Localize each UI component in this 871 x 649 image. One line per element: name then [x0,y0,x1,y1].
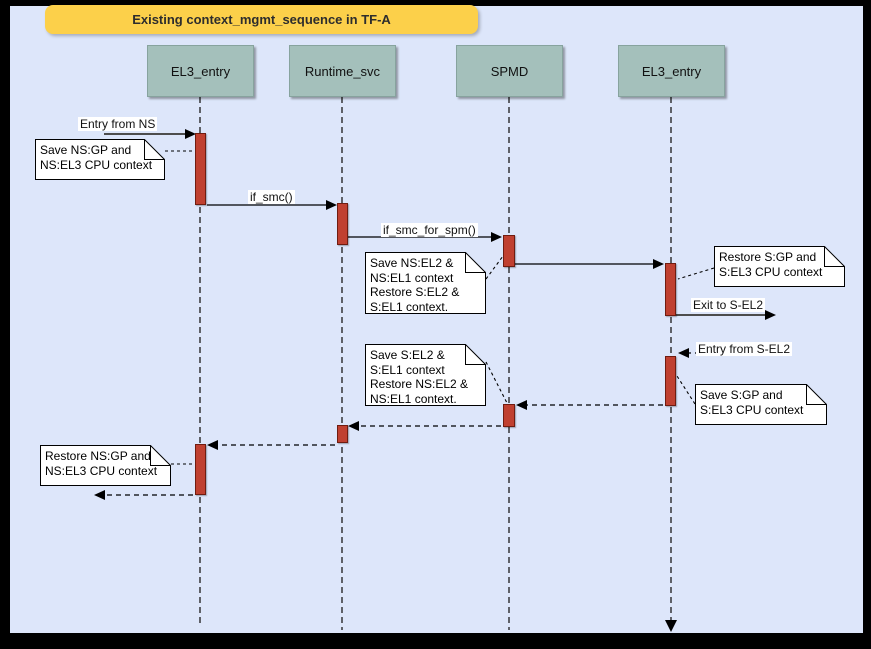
note-shape-icon [714,246,845,287]
note-connector-5 [676,375,696,405]
message-label-if-smc: if_smc() [248,190,295,204]
arrowhead-entry-from-s-el2-icon [678,348,689,358]
note-connectors [165,150,715,465]
arrowhead-el3-to-spmd-icon [516,400,527,410]
diagram-title: Existing context_mgmt_sequence in TF-A [45,5,478,34]
activation-spmd-b [503,404,515,427]
arrowhead-if-smc-icon [326,200,337,210]
diagram-canvas [10,6,863,633]
note-restore-ns-gp: Restore NS:GP and NS:EL3 CPU context [40,445,171,486]
lifeline-label: EL3_entry [641,63,702,79]
solid-messages [104,129,776,320]
note-save-s-gp: Save S:GP and S:EL3 CPU context [695,384,827,425]
arrowhead-entry-from-ns-icon [185,129,196,139]
arrowhead-spmd-to-runtime-icon [348,421,359,431]
lifeline-head-el3-entry-1: EL3_entry [147,45,254,97]
lifeline-end-arrow-icon [665,620,677,632]
note-text: Restore S:GP and S:EL3 CPU context [719,250,823,279]
note-text: Restore NS:GP and NS:EL3 CPU context [45,449,158,478]
arrowhead-spmd-to-el3-icon [653,259,664,269]
arrowhead-if-smc-for-spm-icon [491,232,502,242]
note-connector-3 [677,267,715,280]
activation-runtime-svc-a [337,203,348,245]
message-label-entry-from-ns: Entry from NS [78,117,158,131]
arrowhead-runtime-to-el3-icon [207,440,218,450]
message-label-entry-from-s-el2: Entry from S-EL2 [696,342,793,356]
note-shape-icon [40,445,171,486]
message-label-exit-to-s-el2: Exit to S-EL2 [691,298,766,312]
lifeline-head-el3-entry-2: EL3_entry [618,45,725,97]
note-shape-icon [35,139,165,180]
lifeline-label: EL3_entry [170,63,231,79]
note-save-s-el2: Save S:EL2 & S:EL1 context Restore NS:EL… [365,344,486,406]
note-save-ns-el2: Save NS:EL2 & NS:EL1 context Restore S:E… [365,252,486,314]
activation-runtime-svc-b [337,425,348,443]
activation-el3-entry-1-b [195,444,206,495]
note-text: Save NS:EL2 & NS:EL1 context Restore S:E… [370,256,460,314]
lifeline-label: Runtime_svc [304,63,381,79]
note-text: Save S:EL2 & S:EL1 context Restore NS:EL… [370,348,469,406]
note-text: Save NS:GP and NS:EL3 CPU context [40,143,153,172]
note-connector-4 [485,361,508,404]
lifeline-head-runtime-svc: Runtime_svc [289,45,396,97]
arrowhead-el3-to-ns-icon [94,490,105,500]
lifeline-head-spmd: SPMD [456,45,563,97]
note-shape-icon [695,384,827,425]
note-shape-icon [365,344,486,406]
note-shape-icon [365,252,486,314]
dashed-message-arrowheads [94,348,689,500]
activation-spmd-a [503,235,515,267]
activation-el3-entry-1-a [195,133,206,205]
activation-el3-entry-2-a [665,263,676,316]
note-text: Save S:GP and S:EL3 CPU context [700,388,804,417]
note-save-ns-gp: Save NS:GP and NS:EL3 CPU context [35,139,165,180]
lifeline-label: SPMD [490,63,529,79]
arrowhead-exit-to-s-el2-icon [765,310,776,320]
activation-el3-entry-2-b [665,356,676,406]
message-label-if-smc-for-spm: if_smc_for_spm() [381,223,478,237]
note-restore-s-gp: Restore S:GP and S:EL3 CPU context [714,246,845,287]
